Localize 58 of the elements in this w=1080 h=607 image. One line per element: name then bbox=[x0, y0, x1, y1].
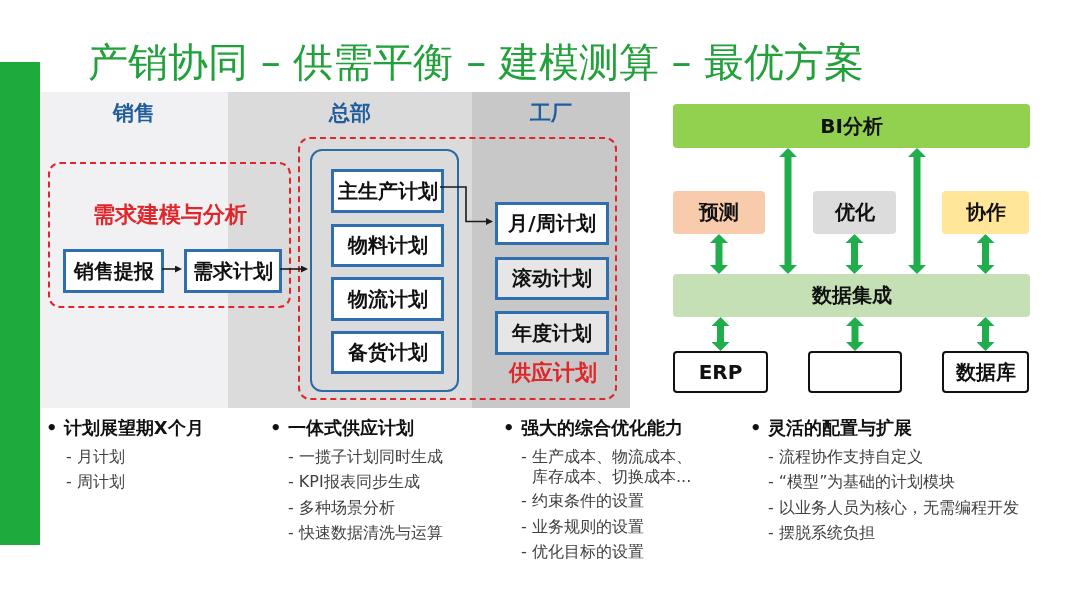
list-item: - 快速数据清洗与运算 bbox=[288, 523, 443, 543]
list-item: - 摆脱系统负担 bbox=[768, 523, 875, 543]
slide-title: 产销协同 – 供需平衡 – 建模测算 – 最优方案 bbox=[88, 38, 865, 87]
list-item: - “模型”为基础的计划模块 bbox=[768, 472, 956, 492]
double-arrow bbox=[976, 317, 995, 351]
rounded-frame bbox=[310, 149, 459, 392]
list-item: - 优化目标的设置 bbox=[521, 542, 644, 562]
source-box: 数据库 bbox=[942, 351, 1029, 393]
process-box: 月/周计划 bbox=[495, 202, 609, 245]
list-item: - 生产成本、物流成本、库存成本、切换成本... bbox=[521, 447, 693, 487]
list-item: - 业务规则的设置 bbox=[521, 517, 644, 537]
lane-title: 总部 bbox=[329, 100, 371, 126]
layer-bar: 数据集成 bbox=[673, 274, 1030, 317]
list-heading: • 计划展望期X个月 bbox=[46, 416, 204, 440]
double-arrow bbox=[711, 317, 730, 351]
list-item: - 多种场景分析 bbox=[288, 498, 395, 518]
process-box: 主生产计划 bbox=[331, 169, 444, 213]
arrow bbox=[439, 186, 493, 225]
list-item: - 约束条件的设置 bbox=[521, 491, 644, 511]
source-box bbox=[808, 351, 902, 393]
list-heading: • 一体式供应计划 bbox=[270, 416, 414, 440]
dashed-group-frame bbox=[48, 162, 291, 308]
module-box: 协作 bbox=[942, 191, 1029, 234]
group-title: 供应计划 bbox=[509, 360, 597, 386]
double-arrow bbox=[779, 148, 797, 274]
list-heading: • 强大的综合优化能力 bbox=[503, 416, 683, 440]
process-box: 需求计划 bbox=[184, 249, 282, 293]
list-item: - 流程协作支持自定义 bbox=[768, 447, 923, 467]
double-arrow bbox=[846, 317, 864, 351]
lane-header bbox=[40, 92, 228, 134]
double-arrow bbox=[710, 234, 728, 274]
list-heading: • 灵活的配置与扩展 bbox=[750, 416, 912, 440]
double-arrow bbox=[845, 234, 864, 274]
module-box: 优化 bbox=[813, 191, 896, 234]
process-box: 滚动计划 bbox=[495, 257, 609, 300]
source-box: ERP bbox=[673, 351, 768, 393]
arrow bbox=[279, 265, 308, 273]
layer-bar: BI分析 bbox=[673, 104, 1030, 148]
lane-title: 工厂 bbox=[530, 100, 572, 126]
list-item: - 周计划 bbox=[66, 472, 125, 492]
process-box: 年度计划 bbox=[495, 311, 609, 355]
lane-header bbox=[228, 92, 472, 134]
group-title: 需求建模与分析 bbox=[92, 202, 247, 228]
dashed-group-frame bbox=[298, 137, 617, 400]
lane-title: 销售 bbox=[113, 100, 155, 126]
module-box: 预测 bbox=[673, 191, 765, 234]
list-item: - KPI报表同步生成 bbox=[288, 472, 420, 492]
arrow bbox=[161, 265, 182, 273]
process-box: 销售提报 bbox=[63, 249, 164, 293]
process-box: 物料计划 bbox=[331, 224, 444, 267]
process-box: 物流计划 bbox=[331, 277, 444, 321]
list-item: - 一揽子计划同时生成 bbox=[288, 447, 443, 467]
double-arrow bbox=[976, 234, 995, 274]
list-item: - 月计划 bbox=[66, 447, 125, 467]
process-box: 备货计划 bbox=[331, 331, 444, 374]
lane-header bbox=[472, 92, 630, 134]
list-item: - 以业务人员为核心，无需编程开发 bbox=[768, 498, 1019, 518]
double-arrow bbox=[908, 148, 926, 274]
